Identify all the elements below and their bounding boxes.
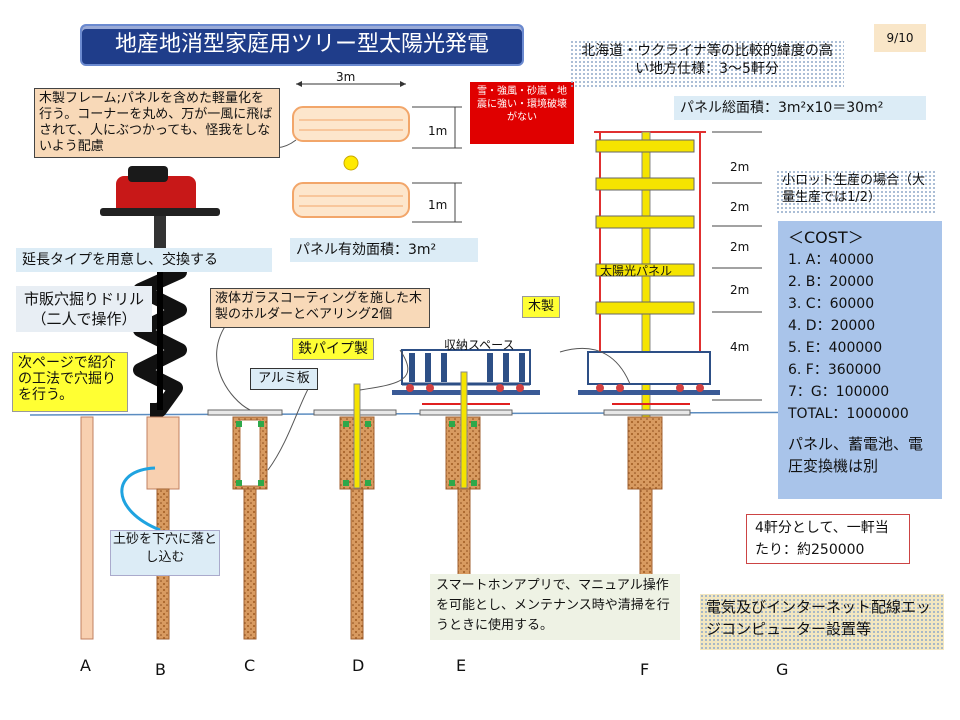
cost-footer: パネル、蓄電池、電圧変換機は別	[788, 435, 924, 475]
page-title: 地産地消型家庭用ツリー型太陽光発電	[80, 24, 524, 66]
tree-dim-5: 4m	[730, 340, 750, 354]
electric-wiring-note: 電気及びインターネット配線エッジコンピューター設置等	[700, 594, 944, 650]
storage-space-label: 収納スペース	[444, 338, 515, 352]
smartphone-note: スマートホンアプリで、マニュアル操作を可能とし、メンテナンス時や清掃を行うときに…	[430, 574, 680, 640]
cost-item-g: 7：G：100000	[788, 384, 890, 400]
page-number: 9/10	[874, 24, 926, 52]
glass-coating-note: 液体ガラスコーティングを施した木製のホルダーとベアリング2個	[210, 288, 430, 328]
tree-dim-2: 2m	[730, 200, 750, 214]
soil-drop-note: 土砂を下穴に落とし込む	[110, 530, 220, 576]
stage-label-f: F	[640, 660, 650, 679]
stage-a-hole	[80, 416, 94, 640]
aluminum-plate-label: アルミ板	[250, 368, 318, 390]
stage-label-a: A	[80, 656, 91, 675]
stage-label-d: D	[352, 656, 365, 675]
cost-item-e: 5. E：400000	[788, 340, 883, 356]
wooden-label: 木製	[522, 296, 561, 318]
width-dimension: 3m	[336, 70, 356, 84]
cost-header: ＜COST＞	[788, 228, 864, 247]
drill-note: 市販穴掘りドリル（二人で操作）	[16, 286, 152, 332]
stage-b-hole	[120, 416, 180, 640]
stage-c-holder	[207, 409, 283, 640]
weather-resistance-note: 雪・強風・砂嵐・地震に強い・環境破壊がない	[470, 82, 574, 144]
per-house-cost-note: 4軒分として、一軒当たり：約250000	[746, 514, 910, 564]
solar-panel-label: 太陽光パネル	[600, 264, 673, 278]
stage-label-c: C	[244, 656, 256, 675]
cost-panel: ＜COST＞ 1. A：40000 2. B：20000 3. C：60000 …	[778, 221, 942, 499]
panel-height-1: 1m	[428, 124, 448, 138]
earth-drill-illustration	[100, 166, 220, 417]
cost-item-b: 2. B：20000	[788, 274, 874, 290]
panel-effective-area: パネル有効面積：3m²	[290, 238, 478, 262]
tree-dim-1: 2m	[730, 160, 750, 174]
stage-label-e: E	[456, 656, 467, 675]
lot-production-note: 小ロット生産の場合（大量生産では1/2）	[776, 170, 936, 214]
stage-label-g: G	[776, 660, 789, 679]
extension-note: 延長タイプを用意し、交換する	[16, 248, 272, 272]
cost-item-c: 3. C：60000	[788, 296, 875, 312]
stage-label-b: B	[155, 660, 166, 679]
cost-item-f: 6. F：360000	[788, 362, 882, 378]
regional-spec-note: 北海道・ウクライナ等の比較的緯度の高い地方仕様：3～5軒分	[570, 40, 844, 88]
tree-dim-3: 2m	[730, 240, 750, 254]
iron-pipe-label: 鉄パイプ製	[292, 338, 374, 360]
next-page-note: 次ページで紹介の工法で穴掘りを行う。	[12, 352, 128, 412]
cost-item-d: 4. D：20000	[788, 318, 876, 334]
panel-top-view	[258, 81, 462, 223]
tree-dim-4: 2m	[730, 283, 750, 297]
stage-d-pipe	[313, 383, 397, 640]
cost-total: TOTAL：1000000	[788, 406, 909, 422]
panel-total-area: パネル総面積：3m²x10＝30m²	[674, 96, 926, 120]
wood-frame-note: 木製フレーム;パネルを含めた軽量化を行う。コーナーを丸め、万が一風に飛ばされて、…	[34, 88, 280, 158]
panel-height-2: 1m	[428, 198, 448, 212]
stage-f-solar-tree	[578, 131, 762, 640]
cost-item-a: 1. A：40000	[788, 252, 874, 268]
